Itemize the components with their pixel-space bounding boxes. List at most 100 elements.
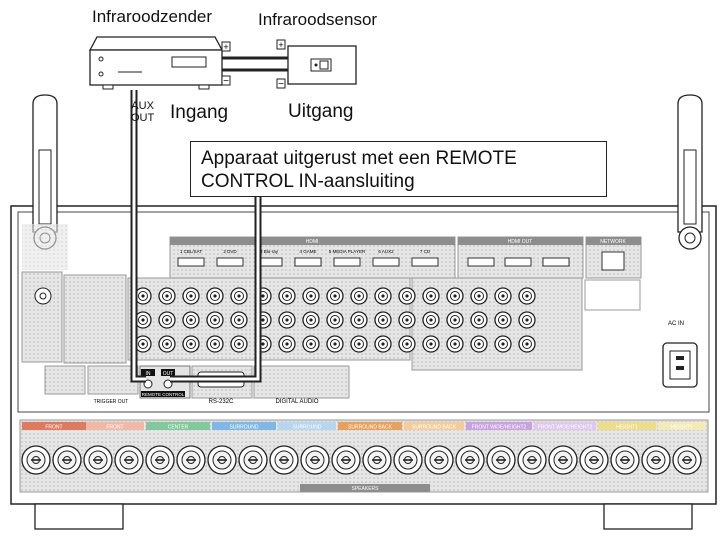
speaker-post xyxy=(331,445,361,475)
speaker-post xyxy=(641,445,671,475)
speaker-band xyxy=(86,422,144,430)
rca-jack xyxy=(278,335,296,353)
ir-cables xyxy=(130,90,262,383)
hdmi-port xyxy=(294,257,322,267)
speaker-post xyxy=(455,445,485,475)
rca-jack xyxy=(398,287,416,305)
sensor-title: Infraroodsensor xyxy=(258,10,378,29)
rca-jack xyxy=(230,311,248,329)
speaker-post xyxy=(269,445,299,475)
rca-jack xyxy=(182,335,200,353)
aux-label-line2: OUT xyxy=(131,112,155,124)
speaker-band xyxy=(466,422,532,430)
remote-in-label: IN xyxy=(146,371,151,377)
rca-jack xyxy=(494,287,512,305)
hdmi-port xyxy=(216,257,244,267)
speaker-post xyxy=(114,445,144,475)
rca-jack xyxy=(398,335,416,353)
hdmi-port xyxy=(411,257,439,267)
rca-jack xyxy=(518,311,536,329)
speaker-post xyxy=(486,445,516,475)
speaker-post xyxy=(579,445,609,475)
rca-jack xyxy=(470,287,488,305)
rca-jack xyxy=(158,335,176,353)
antenna-right xyxy=(677,94,703,250)
network-block: NETWORK xyxy=(585,236,642,279)
rca-jack xyxy=(446,311,464,329)
hdmi-port xyxy=(333,257,361,267)
speaker-post xyxy=(672,445,702,475)
rca-jack xyxy=(446,287,464,305)
antenna-left xyxy=(22,94,68,270)
speaker-post xyxy=(300,445,330,475)
speaker-post xyxy=(517,445,547,475)
hdmi-input-label: 5 MEDIA PLAYER xyxy=(329,249,366,254)
speaker-band xyxy=(404,422,464,430)
speaker-band xyxy=(598,422,656,430)
callout-line1: Apparaat uitgerust met een REMOTE xyxy=(201,148,517,169)
speaker-post xyxy=(424,445,454,475)
hdmi-port xyxy=(177,257,205,267)
emitter-title: Infraroodzender xyxy=(92,7,213,26)
speaker-post xyxy=(610,445,640,475)
emitter-terminals: + − xyxy=(221,41,231,87)
speaker-band-label: HEIGHT1 xyxy=(671,425,693,431)
callout-box: Apparaat uitgerust met een REMOTE CONTRO… xyxy=(190,141,607,197)
rca-jack xyxy=(398,311,416,329)
svg-text:−: − xyxy=(278,79,284,90)
hdmi-input-label: 4 GAME xyxy=(299,249,316,254)
rca-jack xyxy=(182,287,200,305)
speaker-band-label: FRONT xyxy=(106,425,123,431)
svg-text:−: − xyxy=(223,76,229,87)
rca-jack xyxy=(494,311,512,329)
aux-out-label: AUX OUT xyxy=(131,100,154,124)
rca-jack xyxy=(374,287,392,305)
rca-jack xyxy=(470,311,488,329)
rca-jack xyxy=(278,287,296,305)
ir-emitter-device xyxy=(88,36,224,90)
ac-in-label: AC IN xyxy=(668,321,684,327)
speaker-band-label: FRONT WIDE/HEIGHT2 xyxy=(538,425,593,431)
speaker-band-label: FRONT WIDE/HEIGHT2 xyxy=(472,425,527,431)
rca-jack xyxy=(158,311,176,329)
speaker-band xyxy=(658,422,706,430)
rca-jack xyxy=(422,335,440,353)
digital-audio-label: DIGITAL AUDIO xyxy=(275,399,318,405)
rca-jack xyxy=(278,311,296,329)
hdmi-port xyxy=(372,257,400,267)
speaker-band-label: HEIGHT1 xyxy=(616,425,638,431)
rca-jack xyxy=(350,335,368,353)
rca-jack xyxy=(494,335,512,353)
svg-text:+: + xyxy=(278,40,283,50)
speaker-band xyxy=(278,422,336,430)
speaker-band xyxy=(22,422,86,430)
rca-jack xyxy=(446,335,464,353)
speaker-band xyxy=(534,422,596,430)
rca-jack xyxy=(350,287,368,305)
speaker-post xyxy=(393,445,423,475)
speakers-label: SPEAKERS xyxy=(352,486,380,492)
speaker-band xyxy=(212,422,276,430)
speaker-post xyxy=(83,445,113,475)
rca-jack xyxy=(518,287,536,305)
ir-wires xyxy=(222,56,288,72)
speaker-post xyxy=(145,445,175,475)
ir-sensor-device: + − xyxy=(276,39,357,90)
rca-jack xyxy=(374,335,392,353)
hdmi-out-label: HDMI OUT xyxy=(508,239,533,245)
hdmi-input-label: 7 CD xyxy=(420,249,431,254)
trigger-out-label: TRIGGER OUT xyxy=(94,399,129,405)
hdmi-input-label: 6 AUX2 xyxy=(378,249,394,254)
rca-jack xyxy=(158,287,176,305)
speaker-band-label: FRONT xyxy=(45,425,62,431)
rca-jack xyxy=(206,335,224,353)
speaker-band-label: SURROUND BACK xyxy=(348,425,393,431)
rca-jack xyxy=(230,335,248,353)
speaker-post xyxy=(207,445,237,475)
speaker-post xyxy=(21,445,51,475)
rca-jack xyxy=(206,287,224,305)
network-label: NETWORK xyxy=(600,239,626,245)
